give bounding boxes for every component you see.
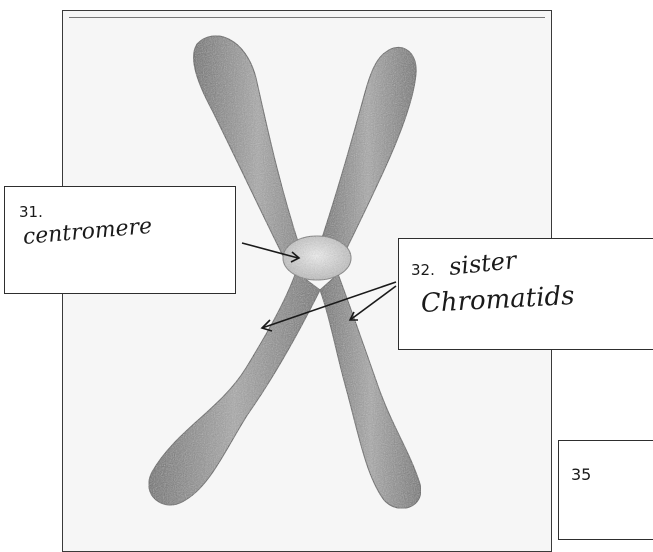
chromatid-arm-upper-right xyxy=(319,47,416,262)
handwritten-answer-32-line1: sister xyxy=(448,246,518,281)
label-box-32: 32. sister Chromatids xyxy=(398,238,653,350)
label-box-31: 31. centromere xyxy=(4,186,236,294)
label-number-31: 31. xyxy=(19,203,43,221)
label-box-35: 35 xyxy=(558,440,653,540)
centromere xyxy=(283,236,351,280)
label-number-32: 32. xyxy=(411,261,435,279)
handwritten-answer-32-line2: Chromatids xyxy=(420,281,575,319)
chromatid-arm-lower-left xyxy=(149,272,320,505)
label-number-35: 35 xyxy=(571,465,591,484)
pointer-line-chromatid-right xyxy=(350,286,396,320)
